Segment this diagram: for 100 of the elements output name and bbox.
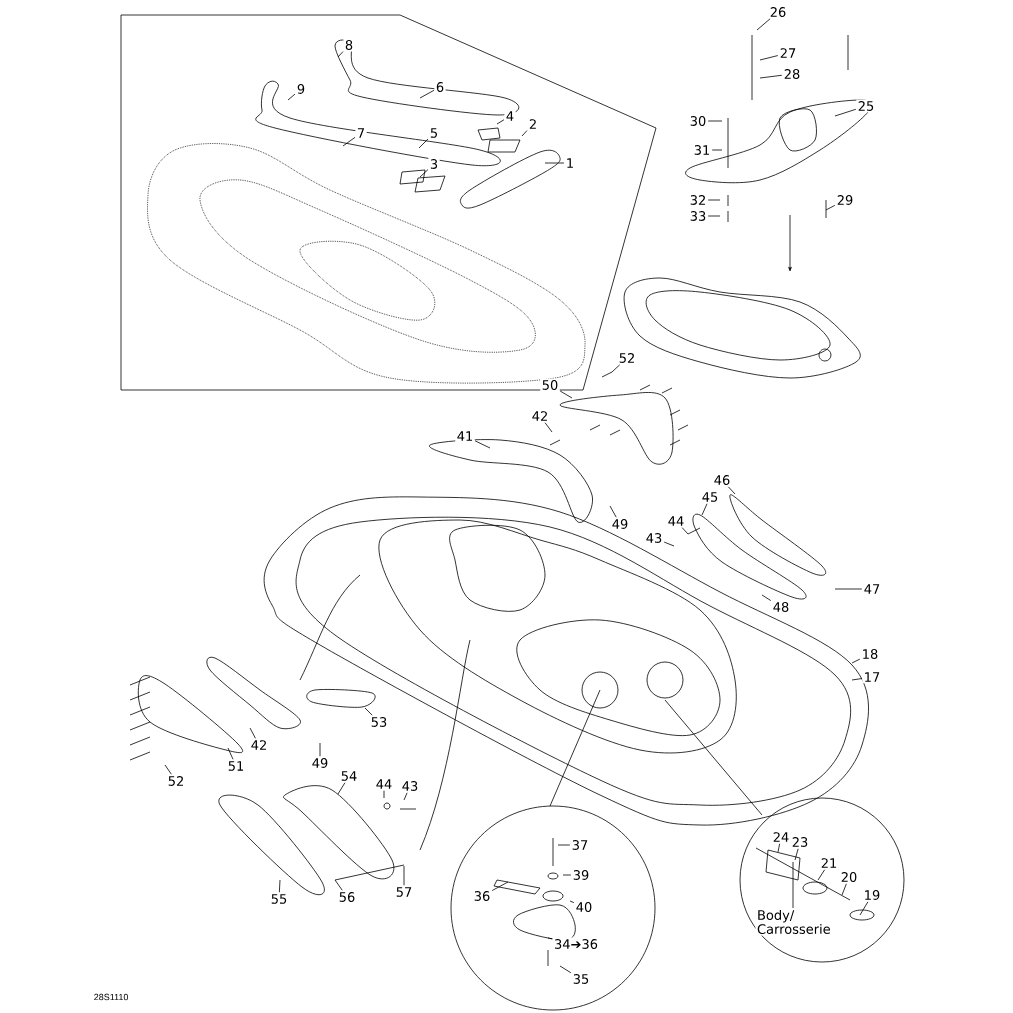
callout-number: 48 xyxy=(771,600,791,614)
leader-line xyxy=(383,790,385,799)
leader-line xyxy=(419,169,429,178)
callout-number: 2 xyxy=(527,117,539,131)
callout-number: 5 xyxy=(428,126,440,140)
leader-line xyxy=(761,594,772,601)
callout-number: 27 xyxy=(778,46,798,60)
leader-line xyxy=(544,422,553,433)
leader-line xyxy=(334,879,343,891)
callout-number: 9 xyxy=(295,82,307,96)
callout-number: 36 xyxy=(472,889,492,903)
callout-number: 41 xyxy=(455,429,475,443)
callout-number: 56 xyxy=(337,890,357,904)
callout-number: 54 xyxy=(339,769,359,783)
leader-line xyxy=(164,764,172,775)
callout-number: 43 xyxy=(400,779,420,793)
callout-number: 20 xyxy=(839,870,859,884)
callout-number: 40 xyxy=(574,900,594,914)
leader-line xyxy=(727,486,736,495)
leader-line xyxy=(859,901,869,916)
leader-line xyxy=(249,727,256,739)
leader-line xyxy=(817,869,826,881)
callout-number: 50 xyxy=(540,378,560,392)
leader-line xyxy=(419,89,435,99)
leader-line xyxy=(759,74,783,79)
leader-line xyxy=(663,541,675,547)
leader-line xyxy=(474,440,491,449)
callout-number: 18 xyxy=(860,647,880,661)
callout-number: 32 xyxy=(688,193,708,207)
callout-number: 21 xyxy=(819,856,839,870)
callout-number: 4 xyxy=(504,109,516,123)
callout-number: 23 xyxy=(790,835,810,849)
callout-number: 44 xyxy=(666,514,686,528)
leader-line xyxy=(756,18,771,31)
callout-number: 42 xyxy=(249,738,269,752)
leader-line xyxy=(418,138,429,149)
leader-line xyxy=(287,93,296,101)
callout-number: 33 xyxy=(688,209,708,223)
leader-line xyxy=(851,588,863,590)
callout-number: 42 xyxy=(530,409,550,423)
callout-number: 43 xyxy=(644,531,664,545)
callout-number: 37 xyxy=(570,838,590,852)
part-label: Body/ Carrosserie xyxy=(755,908,831,936)
leader-line xyxy=(711,149,723,151)
leader-line xyxy=(337,51,344,58)
callout-number: 57 xyxy=(394,885,414,899)
leader-line xyxy=(557,844,571,846)
callout-number: 34➔36 xyxy=(552,937,600,951)
callout-number: 49 xyxy=(310,756,330,770)
leader-line xyxy=(834,108,857,117)
leader-line xyxy=(792,889,794,909)
leader-line xyxy=(559,390,573,399)
leader-line xyxy=(559,965,572,974)
leader-line xyxy=(403,865,405,886)
callout-number: 30 xyxy=(688,114,708,128)
leader-line xyxy=(342,136,356,147)
callout-number: 17 xyxy=(862,670,882,684)
callout-number: 24 xyxy=(771,830,791,844)
callout-number: 19 xyxy=(862,888,882,902)
callout-number: 51 xyxy=(226,759,246,773)
leader-line xyxy=(491,881,509,891)
leader-line xyxy=(681,527,689,535)
leader-line xyxy=(707,120,723,122)
leader-line xyxy=(403,792,408,801)
leader-line xyxy=(319,742,321,757)
leader-line xyxy=(496,119,505,125)
callout-number: 25 xyxy=(856,99,876,113)
leader-line xyxy=(851,678,863,681)
callout-number: 26 xyxy=(768,5,788,19)
leader-line xyxy=(569,900,575,904)
callout-number: 39 xyxy=(571,868,591,882)
leader-line xyxy=(611,364,621,373)
leader-line xyxy=(547,937,553,940)
leader-line xyxy=(544,162,565,164)
leader-line xyxy=(521,130,528,137)
leader-line xyxy=(851,658,861,664)
callout-number: 6 xyxy=(434,80,446,94)
drawing-number: 28S1110 xyxy=(94,993,129,1001)
callout-number: 47 xyxy=(862,582,882,596)
leader-line xyxy=(364,707,373,716)
callout-number: 45 xyxy=(700,490,720,504)
leader-line xyxy=(841,883,847,896)
leader-line xyxy=(707,199,721,201)
leader-line xyxy=(777,843,781,853)
leader-line xyxy=(278,879,281,893)
leader-line xyxy=(759,55,779,61)
leader-line xyxy=(562,874,572,876)
callout-number: 55 xyxy=(269,892,289,906)
leader-line xyxy=(337,782,346,795)
callout-number: 8 xyxy=(343,38,355,52)
callout-number: 3 xyxy=(428,157,440,171)
callout-number: 28 xyxy=(782,67,802,81)
leader-line xyxy=(825,204,836,211)
callout-number: 44 xyxy=(374,777,394,791)
leader-line xyxy=(701,503,708,516)
leader-line xyxy=(227,747,234,760)
leader-line xyxy=(707,215,721,217)
callout-number: 52 xyxy=(617,351,637,365)
callout-number: 29 xyxy=(835,193,855,207)
leader-line xyxy=(609,505,617,518)
